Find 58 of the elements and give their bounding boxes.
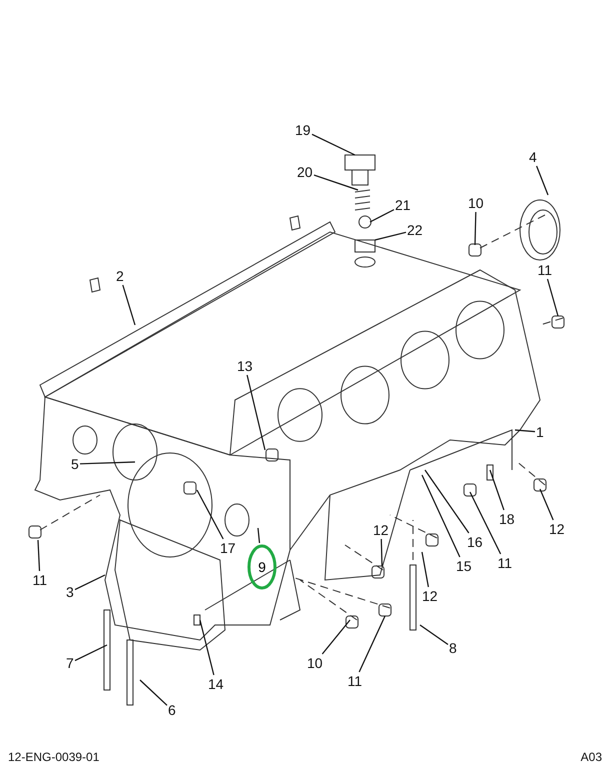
leader-line	[74, 644, 108, 662]
leader-line	[246, 374, 266, 450]
callout-number: 22	[407, 222, 423, 238]
callout-number: 13	[237, 358, 253, 374]
leader-line	[74, 574, 106, 590]
leader-line	[314, 174, 358, 191]
leader-line	[420, 624, 448, 645]
leader-line	[322, 620, 350, 654]
leader-line	[199, 620, 214, 676]
callout-number: 11	[498, 555, 512, 571]
callout-number: 10	[307, 655, 323, 671]
leader-line	[358, 616, 386, 672]
callout-number: 3	[66, 584, 74, 600]
callout-number: 12	[549, 521, 565, 537]
leader-line	[196, 490, 224, 540]
leader-line	[80, 461, 136, 464]
callout-number: 11	[538, 262, 552, 278]
callout-number: 4	[529, 149, 537, 165]
callout-number: 11	[32, 572, 48, 588]
callout-number: 12	[422, 588, 438, 604]
leader-line	[370, 209, 394, 223]
leader-line	[421, 552, 429, 588]
leader-line	[469, 492, 502, 554]
callout-number: 12	[373, 522, 389, 538]
callout-number: 10	[468, 195, 484, 211]
callout-number: 1	[536, 424, 544, 440]
leader-line	[122, 284, 136, 326]
callout-number: 20	[297, 164, 313, 180]
leader-line	[424, 470, 470, 534]
callout-number: 2	[116, 268, 124, 284]
leader-line	[539, 488, 554, 520]
page-code: A03	[580, 750, 602, 764]
callout-number: 21	[395, 197, 411, 213]
leader-line	[421, 474, 460, 558]
leader-line	[140, 680, 168, 706]
leader-line	[514, 429, 536, 432]
callout-number: 19	[295, 122, 311, 138]
drawing-number: 12-ENG-0039-01	[8, 750, 100, 764]
callout-number: 5	[71, 456, 79, 472]
leader-line	[380, 538, 383, 566]
callout-number: 11	[348, 673, 362, 689]
leader-line	[536, 166, 549, 196]
callout-number: 18	[499, 511, 515, 527]
leader-line	[257, 528, 260, 544]
leader-line	[489, 470, 504, 510]
leader-line	[37, 540, 40, 572]
leader-line	[374, 232, 406, 241]
leader-line	[312, 134, 356, 156]
callout-number: 15	[456, 558, 472, 574]
callout-number: 16	[467, 534, 483, 550]
callout-number: 8	[449, 640, 457, 656]
callout-number: 7	[66, 655, 74, 671]
callout-number: 6	[168, 702, 176, 718]
circled-callout-number: 9	[247, 544, 277, 590]
callout-number: 17	[220, 540, 236, 556]
callout-number: 14	[208, 676, 224, 692]
leader-line	[474, 212, 476, 246]
leader-line	[546, 278, 559, 316]
